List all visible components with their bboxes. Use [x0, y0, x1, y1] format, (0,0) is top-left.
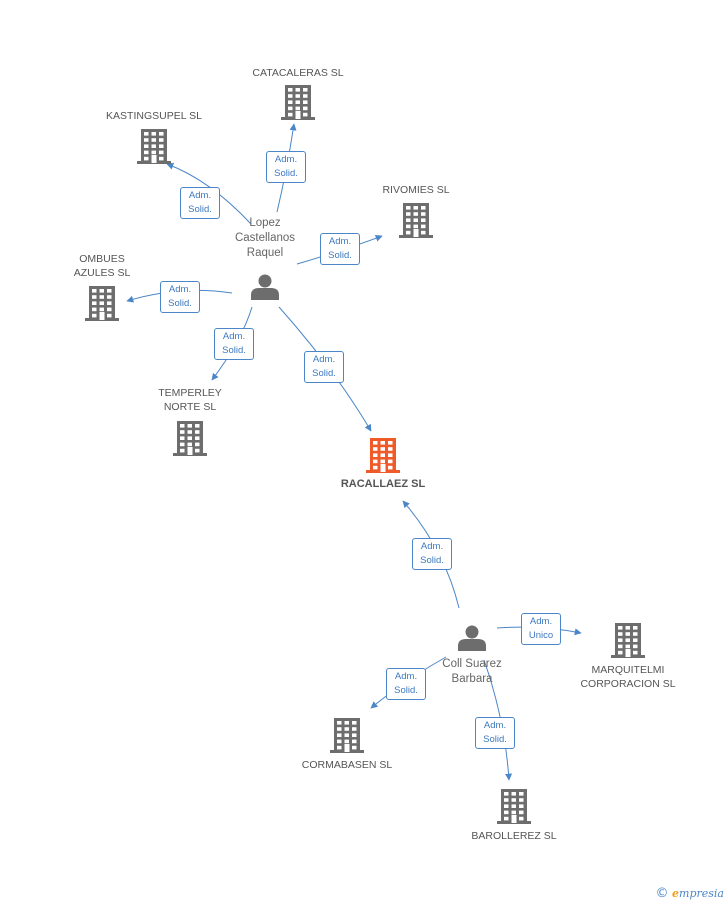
company-label-rivomies[interactable]: RIVOMIES SL — [382, 184, 450, 196]
person-icon-lopez[interactable] — [251, 274, 279, 301]
role-badge-lopez-racallaez[interactable]: Adm. Solid. — [304, 351, 344, 383]
building-icon-barollerez[interactable] — [497, 789, 531, 824]
role-badge-lopez-temperley[interactable]: Adm. Solid. — [214, 328, 254, 360]
role-badge-coll-marquitelmi[interactable]: Adm. Unico — [521, 613, 561, 645]
role-badge-lopez-ombues[interactable]: Adm. Solid. — [160, 281, 200, 313]
building-icon-cormabasen[interactable] — [330, 718, 364, 753]
company-label-cormabasen[interactable]: CORMABASEN SL — [301, 759, 393, 771]
brand-footer[interactable]: © empresia — [656, 886, 724, 901]
building-icon-kastingsupel[interactable] — [137, 129, 171, 164]
role-badge-coll-barollerez[interactable]: Adm. Solid. — [475, 717, 515, 749]
role-badge-lopez-kastingsupel[interactable]: Adm. Solid. — [180, 187, 220, 219]
building-icon-catacaleras[interactable] — [281, 85, 315, 120]
company-label-racallaez[interactable]: RACALLAEZ SL — [340, 478, 426, 490]
building-icon-racallaez[interactable] — [366, 438, 400, 473]
building-icon-rivomies[interactable] — [399, 203, 433, 238]
person-icon-coll[interactable] — [458, 625, 486, 652]
role-badge-lopez-rivomies[interactable]: Adm. Solid. — [320, 233, 360, 265]
role-badge-lopez-catacaleras[interactable]: Adm. Solid. — [266, 151, 306, 183]
copyright-symbol: © — [655, 886, 669, 901]
brand-initial: e — [672, 887, 680, 900]
person-label-coll[interactable]: Coll Suarez Barbara — [442, 658, 502, 685]
role-badge-coll-cormabasen[interactable]: Adm. Solid. — [386, 668, 426, 700]
company-label-kastingsupel[interactable]: KASTINGSUPEL SL — [106, 110, 202, 122]
building-icon-marquitelmi[interactable] — [611, 623, 645, 658]
company-label-marquitelmi[interactable]: MARQUITELMI CORPORACION SL — [580, 664, 676, 690]
building-icon-ombues[interactable] — [85, 286, 119, 321]
company-label-temperley[interactable]: TEMPERLEY NORTE SL — [158, 387, 222, 413]
company-label-catacaleras[interactable]: CATACALERAS SL — [252, 67, 344, 79]
nodes-layer — [85, 85, 645, 824]
company-label-ombues[interactable]: OMBUES AZULES SL — [73, 253, 131, 279]
role-badge-coll-racallaez[interactable]: Adm. Solid. — [412, 538, 452, 570]
person-label-lopez[interactable]: Lopez Castellanos Raquel — [234, 217, 296, 259]
brand-name: mpresia — [679, 887, 724, 900]
building-icon-temperley[interactable] — [173, 421, 207, 456]
company-label-barollerez[interactable]: BAROLLEREZ SL — [471, 830, 557, 842]
